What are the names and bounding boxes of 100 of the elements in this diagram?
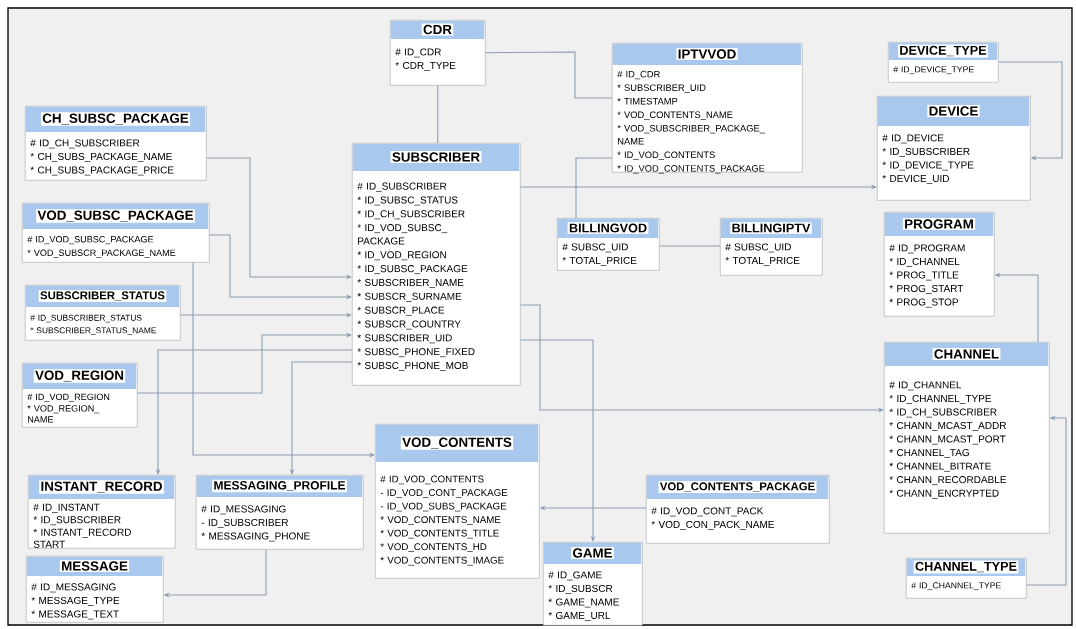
attribute-text: - ID_VOD_SUBS_PACKAGE xyxy=(380,502,507,512)
entity-title: BILLINGIPTV xyxy=(730,222,812,234)
attribute-text: # ID_SUBSCRIBER_STATUS xyxy=(30,314,142,323)
attribute-text: * CHANN_MCAST_ADDR xyxy=(889,422,1006,431)
attribute-text: * VOD_CONTENTS_IMAGE xyxy=(380,556,504,566)
entity-title: CHANNEL_TYPE xyxy=(913,560,1019,574)
attribute-text: * CH_SUBS_PACKAGE_NAME xyxy=(30,152,172,162)
attribute-text: * ID_SUBSCRIBER xyxy=(33,516,121,526)
attribute-text: * ID_VOD_SUBSC_ PACKAGE xyxy=(357,224,448,245)
entity-title: INSTANT_RECORD xyxy=(39,480,164,494)
relationship-line xyxy=(998,61,1063,161)
attribute-text: * VOD_CONTENTS_NAME xyxy=(380,516,501,525)
attribute-text: - ID_SUBSCRIBER xyxy=(201,518,289,528)
attribute-text: * TOTAL_PRICE xyxy=(562,256,637,266)
attribute-text: # ID_VOD_CONT_PACK xyxy=(651,507,764,517)
attribute-text: * PROG_TITLE xyxy=(889,271,959,281)
attribute-text: # ID_DEVICE_TYPE xyxy=(893,66,974,75)
attribute-text: # ID_VOD_REGION xyxy=(27,393,110,402)
attribute-text: * VOD_CON_PACK_NAME xyxy=(651,520,774,530)
attribute-text: * SUBSCRIBER_UID xyxy=(617,84,706,93)
entity-title: CDR xyxy=(421,23,454,36)
attribute-text: * INSTANT_RECORD START xyxy=(33,528,131,548)
entity-box xyxy=(557,218,660,271)
attribute-text: # ID_MESSAGING xyxy=(31,583,116,593)
entity-box xyxy=(25,285,181,341)
entity-box xyxy=(612,43,803,174)
attribute-text: # ID_DEVICE xyxy=(882,134,944,144)
attribute-text: * ID_CHANNEL xyxy=(889,257,960,267)
attribute-text: # ID_VOD_SUBSC_PACKAGE xyxy=(27,236,154,245)
attribute-text: * ID_CHANNEL_TYPE xyxy=(889,394,992,404)
attribute-text: * PROG_STOP xyxy=(889,298,959,308)
attribute-text: * VOD_CONTENTS_NAME xyxy=(617,111,733,120)
attribute-text: # ID_CHANNEL_TYPE xyxy=(911,582,1001,591)
attribute-text: * GAME_URL xyxy=(548,611,611,621)
attribute-text: * MESSAGING_PHONE xyxy=(201,532,310,542)
entity-title: SUBSCRIBER_STATUS xyxy=(38,290,167,302)
entity-title: VOD_CONTENTS xyxy=(400,436,514,450)
entity-box xyxy=(196,475,364,550)
attribute-text: # ID_GAME xyxy=(548,571,602,581)
attribute-text: # ID_VOD_CONTENTS xyxy=(380,475,484,485)
attribute-text: * ID_SUBSCR xyxy=(548,584,613,594)
entity-title: DEVICE_TYPE xyxy=(898,44,988,58)
entity-box xyxy=(720,218,823,276)
attribute-text: * ID_SUBSC_PACKAGE xyxy=(357,265,468,275)
entity-title: VOD_REGION xyxy=(33,369,126,383)
entity-box xyxy=(646,475,830,544)
attribute-text: * ID_SUBSCRIBER xyxy=(882,147,970,157)
relationship-line xyxy=(575,157,613,219)
attribute-text: * ID_SUBSC_STATUS xyxy=(357,196,458,206)
relationship-line xyxy=(520,339,596,542)
entity-box xyxy=(906,558,1027,599)
attribute-text: * SUBSCR_PLACE xyxy=(357,306,445,316)
attribute-text: * SUBSC_PHONE_MOB xyxy=(357,362,468,371)
entity-box xyxy=(888,42,999,83)
entity-box xyxy=(28,475,176,549)
entity-title: VOD_CONTENTS_PACKAGE xyxy=(658,481,817,493)
attribute-text: * SUBSCR_SURNAME xyxy=(357,292,462,302)
attribute-text: # ID_PROGRAM xyxy=(889,244,965,254)
entity-box xyxy=(375,424,540,579)
attribute-text: * VOD_SUBSCR_PACKAGE_NAME xyxy=(27,249,176,258)
attribute-text: * GAME_NAME xyxy=(548,598,619,608)
attribute-text: * CHANNEL_BITRATE xyxy=(889,462,991,472)
attribute-text: * SUBSCRIBER_UID xyxy=(357,334,452,344)
entity-box xyxy=(390,20,486,86)
attribute-text: * VOD_CONTENTS_TITLE xyxy=(380,529,499,539)
attribute-text: * TOTAL_PRICE xyxy=(725,256,800,266)
attribute-text: * VOD_CONTENTS_HD xyxy=(380,543,487,552)
attribute-text: * SUBSCRIBER_STATUS_NAME xyxy=(30,327,157,335)
attribute-text: * CH_SUBS_PACKAGE_PRICE xyxy=(30,166,174,176)
entity-box xyxy=(543,542,643,626)
attribute-text: * ID_VOD_CONTENTS xyxy=(617,151,715,160)
attribute-text: # ID_MESSAGING xyxy=(201,505,286,515)
relationship-line xyxy=(659,245,721,247)
entity-box xyxy=(877,96,1031,201)
attribute-text: - ID_VOD_CONT_PACKAGE xyxy=(380,489,508,498)
attribute-text: * CHANN_RECORDABLE xyxy=(889,476,1007,486)
entity-title: CH_SUBSC_PACKAGE xyxy=(40,112,191,126)
attribute-text: * CHANN_ENCRYPTED xyxy=(889,489,999,499)
relationship-line xyxy=(485,51,613,99)
entity-box xyxy=(352,143,521,386)
entity-title: VOD_SUBSC_PACKAGE xyxy=(36,209,195,223)
entity-title: BILLINGVOD xyxy=(567,222,649,234)
attribute-text: * CHANNEL_TAG xyxy=(889,449,969,458)
attribute-text: # ID_INSTANT xyxy=(33,503,100,513)
attribute-text: * TIMESTAMP xyxy=(617,97,678,105)
entity-box xyxy=(22,363,138,428)
attribute-text: * ID_CH_SUBSCRIBER xyxy=(357,210,465,220)
attribute-text: # SUBSC_UID xyxy=(725,243,791,253)
entity-box xyxy=(884,342,1050,534)
relationship-line xyxy=(437,85,439,144)
entity-box xyxy=(26,556,164,623)
attribute-text: * ID_DEVICE_TYPE xyxy=(882,161,974,171)
attribute-text: * SUBSCRIBER_NAME xyxy=(357,278,464,288)
attribute-text: # ID_CDR xyxy=(617,70,660,80)
attribute-text: * ID_CH_SUBSCRIBER xyxy=(889,408,997,418)
attribute-text: # ID_CHANNEL xyxy=(889,381,962,391)
attribute-text: # SUBSC_UID xyxy=(562,243,628,253)
entity-box xyxy=(884,212,995,317)
attribute-text: * VOD_REGION_ NAME xyxy=(27,405,100,423)
attribute-text: * MESSAGE_TYPE xyxy=(31,596,120,606)
